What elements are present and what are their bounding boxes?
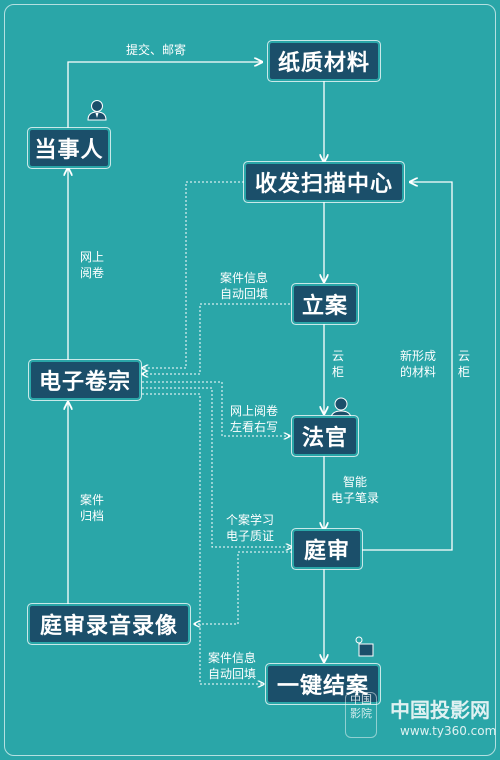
label-new-materials: 新形成 的材料 [400,349,437,379]
label-case-info-autofill-2: 案件信息 自动回填 [208,651,257,681]
edge-party-to-paper [67,62,262,128]
edge-trial-to-av [194,551,292,624]
node-judge: 法官 [294,418,356,454]
watermark-url: www.ty360.com [400,724,497,738]
person-icon [87,100,107,121]
edge-dossier-to-close [142,393,264,684]
node-one-click-close: 一键结案 [268,666,378,702]
edge-trial-to-scan [362,182,453,551]
label-case-study: 个案学习 电子质证 [226,513,275,543]
node-e-dossier: 电子卷宗 [31,362,139,398]
edge-filing-to-dossier [142,303,290,374]
node-court-trial: 庭审 [294,531,360,567]
watermark-site: 中国投影网 [390,698,490,722]
edge-scan-to-dossier [142,181,244,368]
judge-icon [330,397,352,420]
edge-dossier-to-judge [142,381,290,436]
label-submit-mail: 提交、邮寄 [126,43,187,57]
node-party: 当事人 [30,130,108,166]
label-online-read: 网上 阅卷 [80,250,105,280]
label-cloud-cabinet-2: 云 柜 [458,349,471,379]
node-av-recording: 庭审录音录像 [30,606,188,642]
label-cloud-cabinet-1: 云 柜 [332,349,345,379]
node-scan-center: 收发扫描中心 [246,164,402,200]
microphone-icon [355,636,374,657]
label-online-read-left-view: 网上阅卷 左看右写 [230,404,279,434]
label-case-info-autofill-1: 案件信息 自动回填 [220,271,269,301]
edge-dossier-to-trial [142,387,292,547]
node-filing: 立案 [294,286,356,322]
border-frame [4,4,496,756]
label-case-archive: 案件 归档 [80,493,105,523]
watermark-badge: 中国影院 [345,692,377,738]
label-smart-pen: 智能 电子笔录 [331,475,380,505]
node-paper-materials: 纸质材料 [270,43,378,79]
